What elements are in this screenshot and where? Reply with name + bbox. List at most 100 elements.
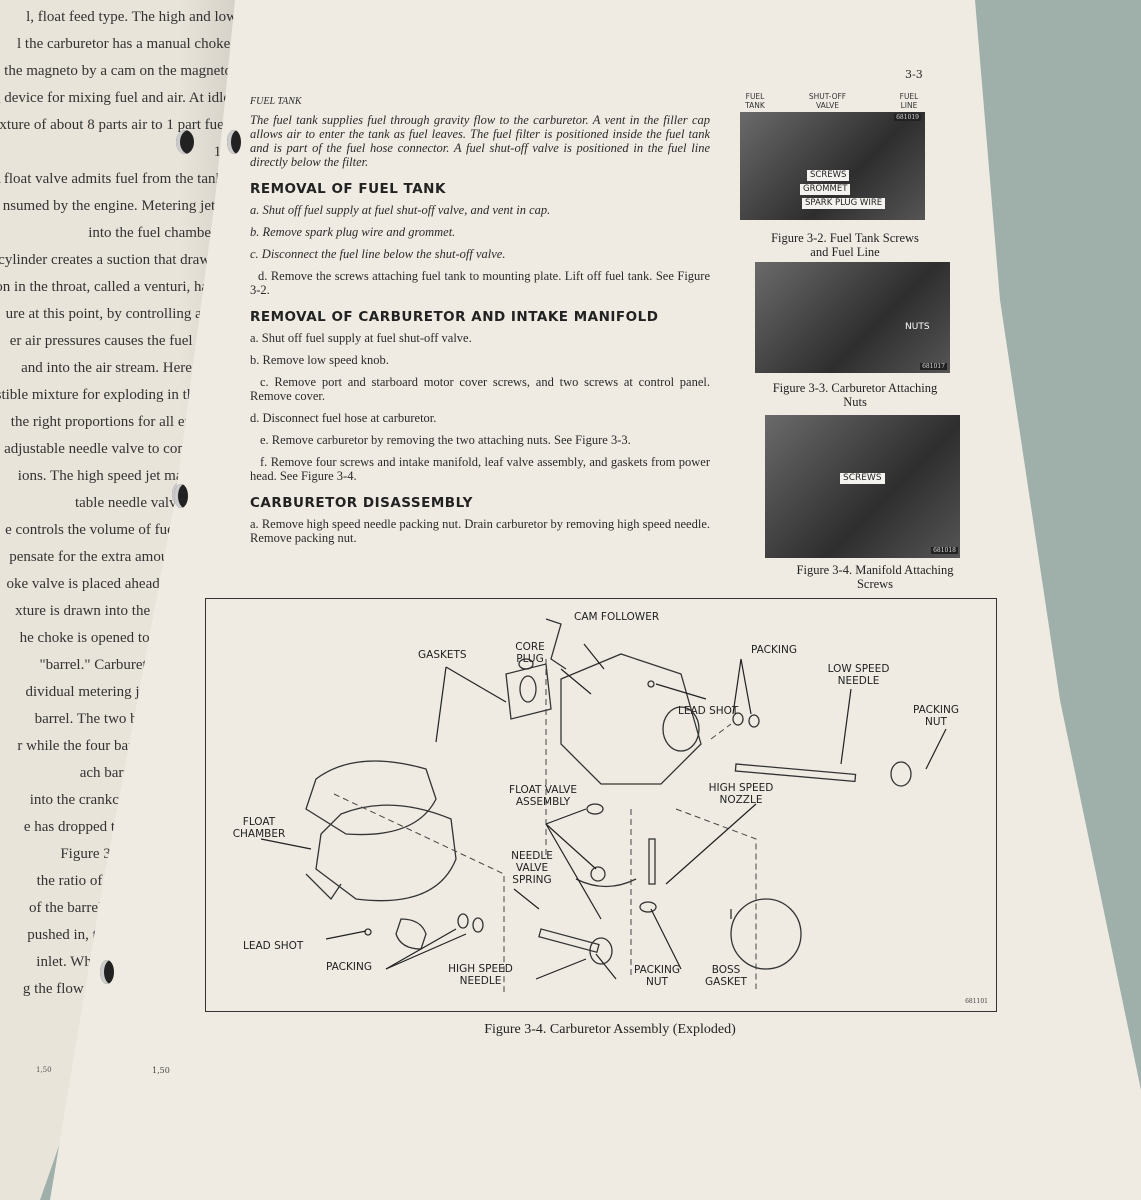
left-page-line: ion in the throat, called a venturi, has (0, 279, 214, 295)
left-page-line: r while the four barrel (17, 738, 149, 754)
left-page-line: g the flow of (22, 981, 100, 997)
fuel-tank-photo: SCREWS GROMMET SPARK PLUG WIRE 681019 (740, 112, 925, 220)
left-page-line: inlet. When (36, 954, 106, 970)
diagram-label-needle-valve-spring: NEEDLE VALVE SPRING (511, 850, 553, 886)
left-page-line: the ratio of air (36, 873, 122, 889)
left-page-line: A float valve admits fuel from the tank (0, 171, 223, 187)
photo-id: 681018 (931, 547, 958, 554)
left-page-line-row: he choke is opened to re- (0, 629, 170, 647)
carburetor-nuts-photo: NUTS 681017 (755, 262, 950, 373)
left-page-line-row: and into the air stream. Here it (0, 359, 204, 377)
left-page-line-row: the ratio of air (0, 872, 122, 890)
left-page-line-row: ion in the throat, called a venturi, has (0, 278, 214, 296)
step: f. Remove four screws and intake manifol… (250, 455, 710, 483)
left-page-line-row: ach barrel. (0, 764, 143, 782)
step: a. Shut off fuel supply at fuel shut-off… (250, 203, 551, 217)
left-page-line-row: cylinder creates a suction that draws (0, 251, 216, 269)
binder-hole (100, 960, 114, 984)
diagram-label-packing-nut: PACKING NUT (913, 704, 959, 728)
left-page-line-row: stible mixture for exploding in the (0, 386, 201, 404)
diagram-label-lead-shot: LEAD SHOT (678, 705, 739, 717)
step: b. Remove spark plug wire and grommet. (250, 225, 456, 239)
left-page-line-row: barrel. The two bar- (0, 710, 154, 728)
diagram-label-packing-nut-2: PACKING NUT (634, 964, 680, 988)
left-page-line-row: pensate for the extra amount (0, 548, 180, 566)
left-page-line: barrel. The two bar- (34, 711, 154, 727)
left-page-line-row: table needle valve. (0, 494, 187, 512)
left-page-line-row: the right proportions for all en- (0, 413, 197, 431)
page-number: 3-3 (905, 68, 923, 81)
left-page-line-row: mixture of about 8 parts air to 1 part f… (0, 116, 228, 134)
left-page-line: l the carburetor has a manual choke. (17, 36, 234, 52)
left-page-line-row: e has dropped to a (0, 818, 133, 836)
left-page-line: stible mixture for exploding in the (0, 387, 201, 403)
left-page-line: xture is drawn into the en- (15, 603, 173, 619)
left-page-line: nsumed by the engine. Metering jets (2, 198, 221, 214)
left-page-line: into the crankcase (29, 792, 138, 808)
left-page-line-row: dividual metering jets, (0, 683, 160, 701)
section-heading: REMOVAL OF FUEL TANK (250, 181, 446, 197)
left-page-line-row: adjustable needle valve to com- (0, 440, 194, 458)
left-page-line: ions. The high speed jet may (17, 468, 190, 484)
main-text-column: FUEL TANK The fuel tank supplies fuel th… (250, 95, 710, 553)
exploded-figure-caption: Figure 3-4. Carburetor Assembly (Explode… (484, 1022, 736, 1037)
left-page-line-row: g the flow of (0, 980, 100, 998)
diagram-label-boss-gasket: BOSS GASKET (705, 964, 747, 988)
left-page-line-row: into the fuel chamber. (0, 224, 219, 242)
photo-label: FUEL LINE (899, 92, 919, 110)
left-page-line-row: r while the four barrel (0, 737, 149, 755)
diagram-label-cam-follower: CAM FOLLOWER (574, 611, 660, 623)
left-page-line-row: er air pressures causes the fuel to (0, 332, 208, 350)
left-page-line: table needle valve. (74, 495, 187, 511)
photo-label: FUEL TANK (745, 92, 765, 110)
left-page-line-row: l the carburetor has a manual choke. (0, 35, 234, 53)
step: a. Remove high speed needle packing nut.… (250, 517, 710, 545)
step: d. Disconnect fuel hose at carburetor. (250, 411, 437, 425)
diagram-label-lead-shot-2: LEAD SHOT (243, 940, 304, 952)
diagram-label-core-plug: CORE PLUG (515, 641, 545, 665)
left-page-line: the right proportions for all en- (10, 414, 197, 430)
left-page-line: "barrel." Carburetors (39, 657, 165, 673)
left-page-line: e has dropped to a (23, 819, 133, 835)
binder-hole (174, 484, 188, 508)
left-page-line: oke valve is placed ahead of (6, 576, 176, 592)
step: c. Disconnect the fuel line below the sh… (250, 247, 506, 261)
left-page-line-row: "barrel." Carburetors (0, 656, 165, 674)
photo-label: NUTS (905, 322, 930, 332)
left-page-line: cylinder creates a suction that draws (0, 252, 216, 268)
right-page-footer: 1,50 (152, 1066, 170, 1075)
diagram-label-gaskets: GASKETS (418, 649, 467, 661)
photo-id: 681017 (920, 363, 947, 370)
photo-label: SCREWS (840, 473, 885, 484)
left-page-line: 1. (213, 144, 225, 160)
binder-hole (176, 130, 194, 154)
left-page-line: adjustable needle valve to com- (4, 441, 194, 457)
binder-hole (227, 130, 241, 154)
left-page-line-row: l, float feed type. The high and low (0, 8, 237, 26)
diagram-label-float-chamber: FLOAT CHAMBER (232, 816, 286, 840)
left-page-line: and into the air stream. Here it (21, 360, 204, 376)
left-page-line: pushed in, the (27, 927, 111, 943)
photo-label: SHUT-OFF VALVE (808, 92, 847, 110)
left-page-line-row: into the crankcase (0, 791, 138, 809)
left-page-line-row: xture is drawn into the en- (0, 602, 173, 620)
left-page-line: the magneto by a cam on the magneto (4, 63, 232, 79)
left-page-line: l, float feed type. The high and low (26, 9, 237, 25)
left-page-line-row: ure at this point, by controlling air (0, 305, 211, 323)
diagram-label-high-speed-needle: HIGH SPEED NEEDLE (448, 963, 513, 987)
exploded-diagram: CAM FOLLOWER CORE PLUG GASKETS PACKING L… (205, 598, 997, 1012)
left-page-line-row: inlet. When (0, 953, 106, 971)
left-page-line-row: pushed in, the (0, 926, 111, 944)
diagram-label-high-speed-nozzle: HIGH SPEED NOZZLE (708, 782, 774, 806)
figure-caption: Figure 3-3. Carburetor Attaching Nuts (772, 381, 938, 409)
figure-caption: Figure 3-4. Manifold Attaching Screws (796, 563, 954, 591)
left-page-line-row: e controls the volume of fuel- (0, 521, 183, 539)
section-heading: REMOVAL OF CARBURETOR AND INTAKE MANIFOL… (250, 309, 659, 325)
step: b. Remove low speed knob. (250, 353, 389, 367)
left-page-line-row: A float valve admits fuel from the tank (0, 170, 223, 188)
left-page-line: of the barrel is (28, 900, 116, 916)
left-page-line-row: oke valve is placed ahead of (0, 575, 176, 593)
diagram-label-float-valve-assembly: FLOAT VALVE ASSEMBLY (509, 784, 577, 808)
left-page-line: e controls the volume of fuel- (5, 522, 183, 538)
